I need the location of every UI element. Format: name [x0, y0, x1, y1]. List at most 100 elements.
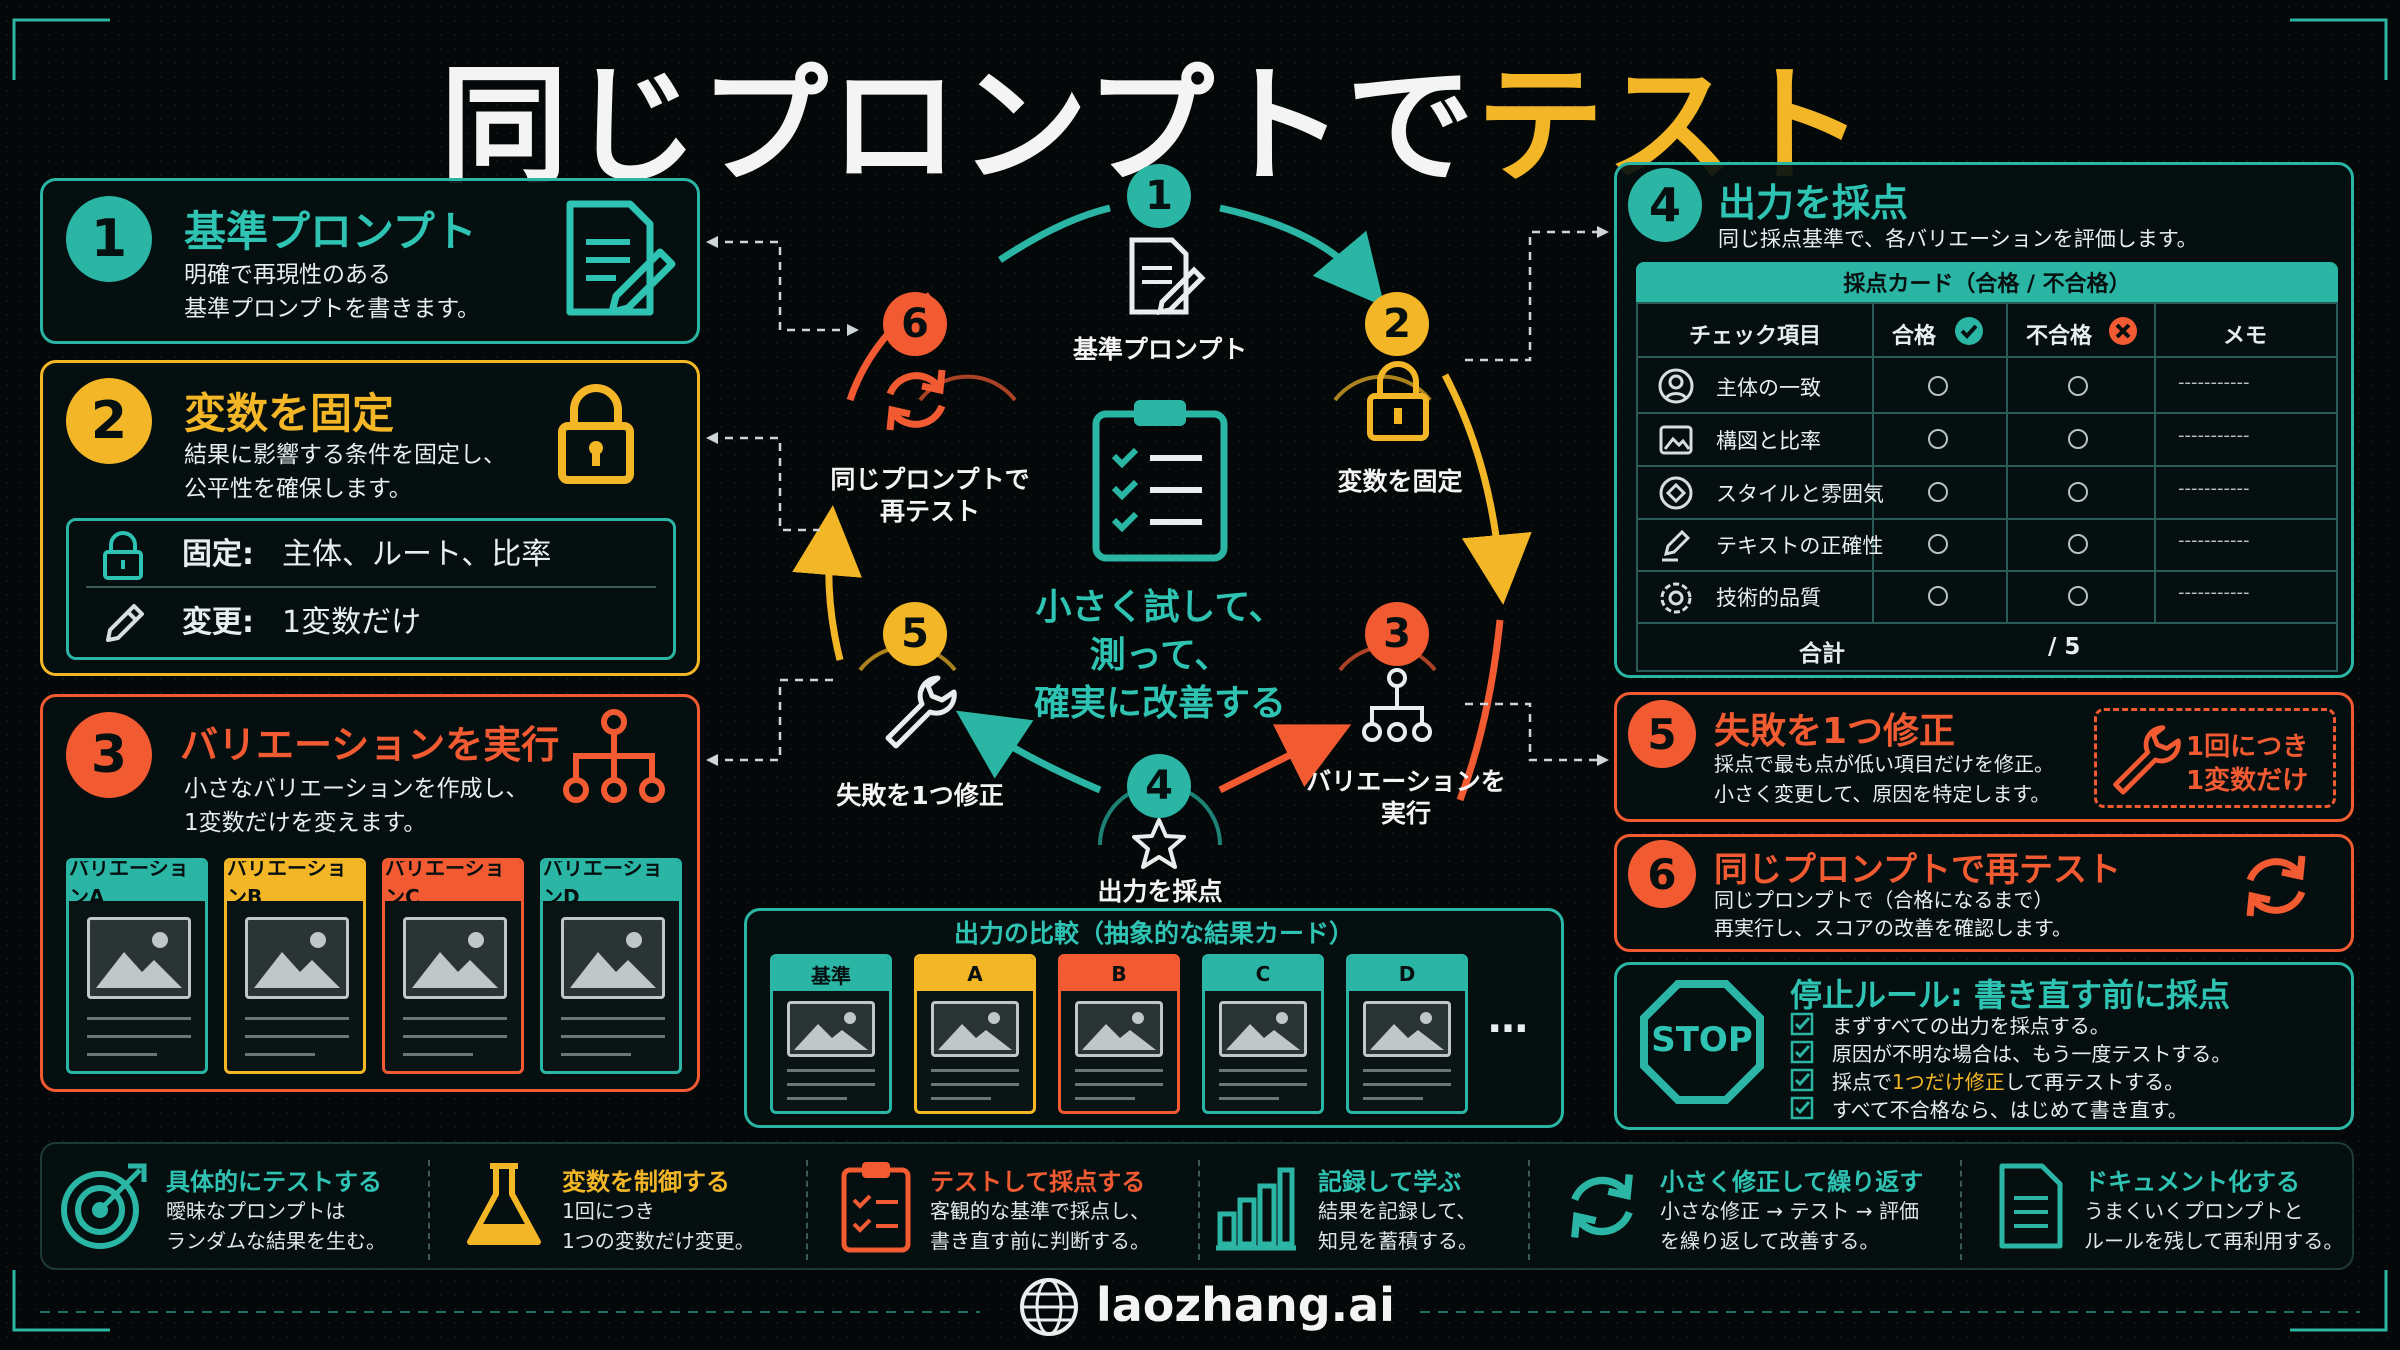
stop-rule-3c: して再テストする。 — [2004, 1070, 2185, 1094]
step1-desc1: 明確で再現性のある — [184, 262, 391, 288]
pass-radio-1[interactable] — [1928, 376, 1948, 396]
separator — [1198, 1160, 1200, 1260]
stop-rule-1: まずすべての出力を採点する。 — [1832, 1014, 2110, 1038]
memo-5: ----------- — [2178, 582, 2250, 603]
cycle-number-4: 4 — [1127, 754, 1191, 818]
separator — [1528, 1160, 1530, 1260]
lock-icon — [558, 384, 634, 484]
compare-card-d: D — [1346, 954, 1468, 1114]
cycle-label-6a: 同じプロンプトで — [830, 465, 1030, 494]
separator — [1960, 1160, 1962, 1260]
step2-number: 2 — [66, 378, 152, 464]
compare-label-base: 基準 — [773, 957, 889, 991]
image-placeholder-icon — [1219, 1001, 1307, 1057]
variation-label-d: バリエーションD — [543, 861, 679, 909]
fail-radio-5[interactable] — [2068, 586, 2088, 606]
cycle-number-3: 3 — [1365, 602, 1429, 666]
step6-title: 同じプロンプトで再テスト — [1714, 850, 2121, 890]
tip2-desc2: 1つの変数だけ変更。 — [562, 1229, 755, 1253]
fail-radio-2[interactable] — [2068, 429, 2088, 449]
row-label-4: テキストの正確性 — [1716, 534, 1884, 558]
pass-radio-2[interactable] — [1928, 429, 1948, 449]
lock-icon — [1367, 361, 1429, 441]
stop-rule-4: すべて不合格なら、はじめて書き直す。 — [1832, 1098, 2188, 1122]
tip3-desc2: 書き直す前に判断する。 — [930, 1229, 1150, 1253]
separator — [428, 1160, 430, 1260]
fail-radio-4[interactable] — [2068, 534, 2088, 554]
tip1-desc2: ランダムな結果を生む。 — [166, 1229, 386, 1253]
step5-number: 5 — [1628, 700, 1696, 768]
row-label-5: 技術的品質 — [1716, 586, 1821, 610]
document-pen-icon — [1129, 237, 1206, 316]
refresh-icon — [1571, 1174, 1633, 1238]
pass-radio-4[interactable] — [1928, 534, 1948, 554]
badge-line2: 1変数だけ — [2186, 766, 2309, 796]
fixed-label: 固定: — [182, 537, 254, 572]
variation-card-c: バリエーションC — [382, 858, 524, 1074]
one-variable-badge — [2094, 708, 2336, 808]
step4-panel — [1614, 162, 2354, 678]
compare-label-c: C — [1205, 957, 1321, 991]
stop-sign-icon — [1640, 980, 1764, 1104]
tip6-title: ドキュメント化する — [2084, 1168, 2300, 1196]
tip1-desc1: 曖昧なプロンプトは — [166, 1199, 346, 1223]
gear-icon — [1660, 582, 1692, 614]
step2-title: 変数を固定 — [184, 389, 395, 438]
col-pass-header: 合格 — [1892, 324, 1937, 349]
globe-icon — [1020, 1278, 1078, 1336]
cycle-label-5: 失敗を1つ修正 — [836, 781, 1004, 810]
cycle-number-6: 6 — [883, 292, 947, 356]
image-placeholder-icon — [1363, 1001, 1451, 1057]
user-icon — [1658, 368, 1694, 404]
image-placeholder-icon — [787, 1001, 875, 1057]
stop-rule-3b: 1つだけ修正 — [1892, 1070, 2005, 1094]
image-icon — [1659, 425, 1693, 455]
step2-desc1: 結果に影響する条件を固定し、 — [184, 442, 506, 468]
branch-icon — [563, 709, 665, 803]
step6-desc2: 再実行し、スコアの改善を確認します。 — [1714, 916, 2072, 940]
cycle-diagram — [792, 204, 1532, 846]
total-label: 合計 — [1799, 641, 1845, 667]
memo-4: ----------- — [2178, 530, 2250, 551]
fail-radio-1[interactable] — [2068, 376, 2088, 396]
change-label: 変更: — [182, 605, 254, 640]
clipboard-check-icon — [1092, 400, 1228, 562]
tip3-title: テストして採点する — [930, 1168, 1146, 1196]
tip6-desc2: ルールを残して再利用する。 — [2084, 1229, 2344, 1253]
cycle-number-1: 1 — [1127, 164, 1191, 228]
compare-label-b: B — [1061, 957, 1177, 991]
badge-line1: 1回につき — [2186, 732, 2309, 762]
fail-radio-3[interactable] — [2068, 482, 2088, 502]
pass-radio-5[interactable] — [1928, 586, 1948, 606]
compare-card-a: A — [914, 954, 1036, 1114]
step3-desc1: 小さなバリエーションを作成し、 — [184, 776, 529, 802]
stop-rule-3a: 採点で — [1832, 1070, 1892, 1094]
cycle-center-line3: 確実に改善する — [1033, 683, 1286, 724]
col-fail-header: 不合格 — [2026, 324, 2093, 349]
fixed-value: 主体、ルート、比率 — [282, 537, 552, 572]
page-title: 同じプロンプトでテスト — [440, 22, 1866, 207]
memo-2: ----------- — [2178, 425, 2250, 446]
output-compare-title: 出力の比較（抽象的な結果カード） — [953, 919, 1354, 948]
title-part1: 同じプロンプトで — [440, 52, 1477, 201]
document-icon — [1999, 1163, 2063, 1249]
row-label-1: 主体の一致 — [1716, 376, 1821, 400]
separator — [806, 1160, 808, 1260]
image-placeholder-icon — [931, 1001, 1019, 1057]
step4-desc: 同じ採点基準で、各バリエーションを評価します。 — [1718, 227, 2198, 251]
wrench-icon — [885, 675, 957, 749]
cycle-number-2: 2 — [1365, 292, 1429, 356]
tip2-desc1: 1回につき — [562, 1199, 655, 1223]
step2-desc2: 公平性を確保します。 — [184, 476, 412, 502]
stop-rule-2: 原因が不明な場合は、もう一度テストする。 — [1832, 1042, 2232, 1066]
clipboard-check-icon — [841, 1162, 911, 1253]
step4-number: 4 — [1628, 168, 1702, 242]
tip5-desc2: を繰り返して改善する。 — [1660, 1229, 1880, 1253]
image-placeholder-icon — [561, 917, 665, 999]
compare-label-a: A — [917, 957, 1033, 991]
lock-small-icon — [103, 531, 143, 580]
pass-radio-3[interactable] — [1928, 482, 1948, 502]
compare-card-c: C — [1202, 954, 1324, 1114]
cycle-label-1: 基準プロンプト — [1072, 335, 1248, 364]
